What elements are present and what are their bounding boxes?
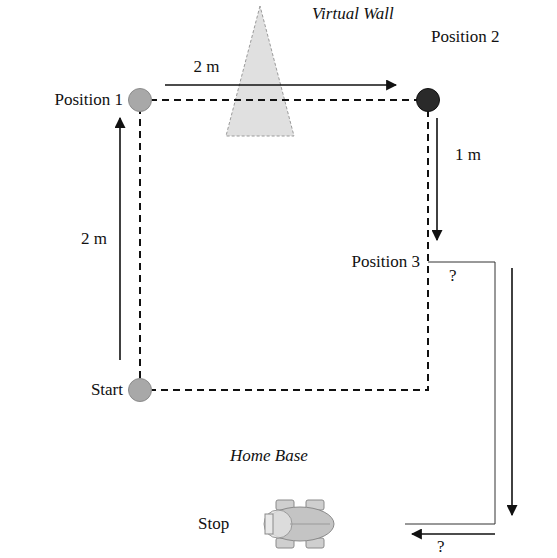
unknown-mark: ? [449, 266, 457, 286]
region-label: Home Base [230, 446, 308, 466]
stop-label: Stop [198, 514, 229, 534]
robot-icon [264, 500, 334, 548]
route-arrow [119, 118, 121, 360]
segment-arrow [436, 118, 438, 240]
virtual-wall-cone [226, 6, 294, 136]
connector-layer [120, 85, 396, 360]
return-path-line [405, 262, 495, 524]
return-arrow [511, 268, 513, 515]
dimension-label: 2 m [81, 229, 107, 249]
dimension-label: 1 m [455, 145, 481, 165]
position-label: Position 1 [55, 90, 124, 110]
position-label: Position 2 [431, 27, 500, 47]
position-label: Start [91, 380, 123, 400]
wall-label: Virtual Wall [312, 4, 394, 24]
position-marker: Position 2 [416, 88, 440, 112]
return-arrow [412, 533, 495, 535]
position-label: Position 3 [352, 252, 421, 272]
dashed-route [140, 100, 428, 390]
dimension-label: 2 m [194, 57, 220, 77]
route-arrow [165, 84, 396, 86]
position-marker: Start [128, 378, 152, 402]
position-marker: Position 1 [128, 88, 152, 112]
unknown-mark: ? [437, 537, 445, 557]
